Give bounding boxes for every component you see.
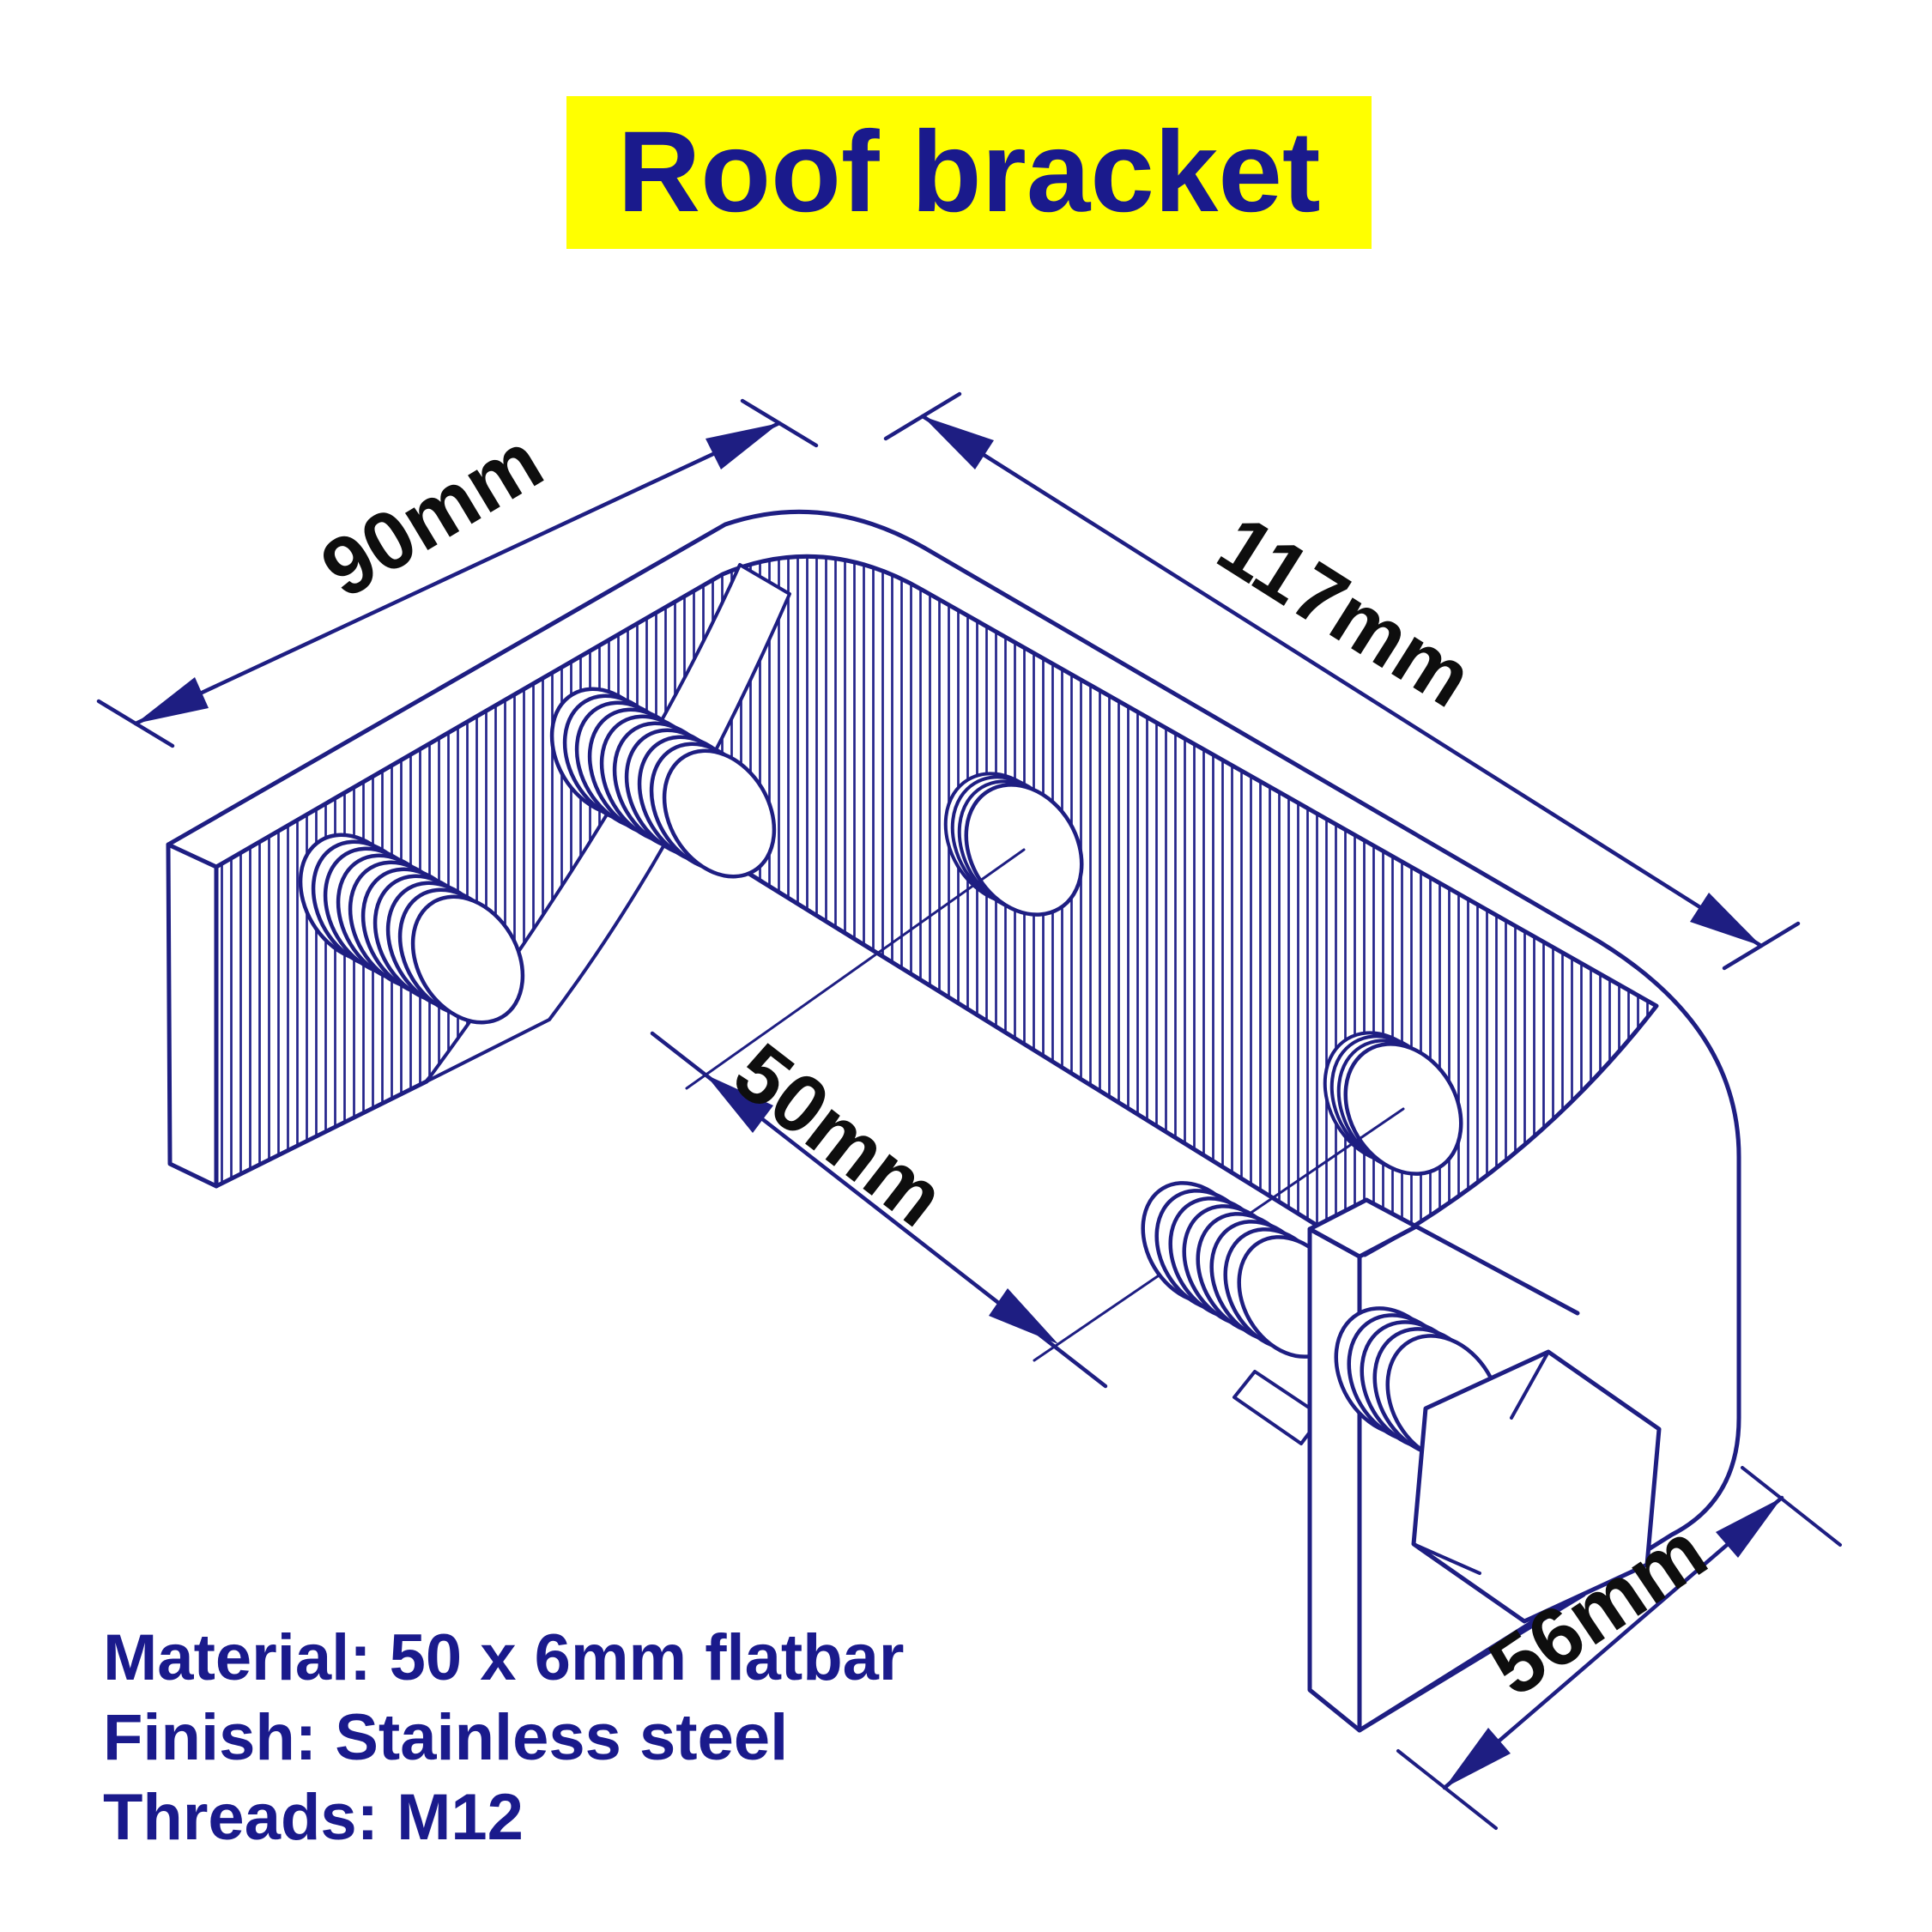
dimension-50mm <box>650 1031 1108 1389</box>
notes-block: Material: 50 x 6mm flatbar Finish: Stain… <box>103 1621 905 1854</box>
title-highlight <box>566 96 1372 249</box>
dimension-90mm <box>96 398 819 748</box>
inner-bend-face <box>425 563 791 1083</box>
dimensions <box>96 391 1842 1830</box>
dimension-56mm <box>1396 1466 1842 1830</box>
threaded-stud-2 <box>549 687 777 879</box>
threaded-stud-1 <box>298 833 525 1025</box>
bottom-plate-edge-face <box>1307 1226 1362 1733</box>
bottom-plate-front-edge <box>1414 1224 1580 1316</box>
dim-label-50mm: 50mm <box>717 1026 961 1245</box>
note-material: Material: 50 x 6mm flatbar <box>103 1621 905 1694</box>
title-block: Roof bracket <box>566 96 1372 249</box>
note-threads: Threads: M12 <box>103 1781 524 1854</box>
hole1-centerline <box>685 848 1026 1090</box>
bracket-outline <box>166 509 1741 1733</box>
dimension-117mm <box>883 391 1801 971</box>
dim-label-117mm: 117mm <box>1202 498 1487 724</box>
bracket-drawing <box>166 509 1741 1733</box>
left-end-face <box>166 842 219 1189</box>
bottom-plate-bottom-edge <box>1357 1592 1586 1733</box>
note-finish: Finish: Stainless steel <box>103 1701 788 1774</box>
hex-bolt-head <box>1411 1349 1662 1624</box>
page-title: Roof bracket <box>617 108 1320 236</box>
